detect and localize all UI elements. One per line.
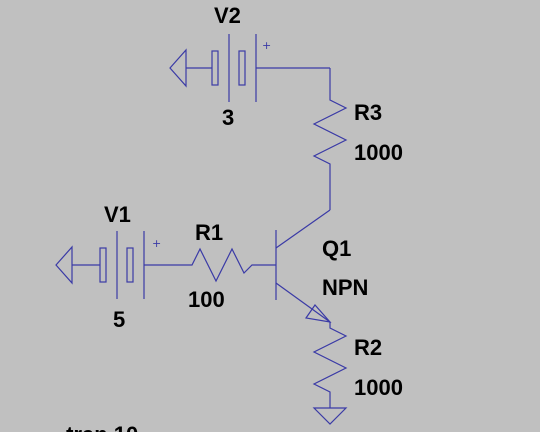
r1-value: 100 [188,287,225,312]
q1-emitter [275,282,331,323]
v2-ground-symbol [169,48,212,88]
q1-emitter-arrow [304,304,332,323]
r2-zigzag [312,322,348,408]
v1-plus-sign: + [152,237,161,250]
v2-plus-sign: + [262,39,271,52]
v2-value: 3 [222,105,234,130]
v1-ground-symbol [55,245,100,285]
q1-type: NPN [322,275,368,300]
r2-resistor[interactable]: R2 1000 [312,322,403,408]
ground-symbol [312,407,348,425]
v1-label: V1 [104,202,131,227]
q1-transistor[interactable]: Q1 NPN [275,209,368,323]
spice-directive: .tran 10 [60,422,138,432]
v1-plate-3 [126,247,134,283]
v2-source[interactable]: + V2 3 [169,3,330,130]
v1-plate-1 [99,247,107,283]
r1-zigzag [176,247,276,283]
q1-collector [275,209,331,249]
r3-value: 1000 [354,140,403,165]
v1-source[interactable]: + V1 5 [55,202,176,332]
r3-resistor[interactable]: R3 1000 [312,68,403,210]
r3-zigzag [312,68,348,210]
v2-plate-1 [211,50,219,86]
v2-plate-3 [238,50,246,86]
r2-value: 1000 [354,375,403,400]
q1-label: Q1 [322,236,351,261]
r1-label: R1 [195,220,223,245]
r2-label: R2 [354,335,382,360]
r3-label: R3 [354,100,382,125]
v1-value: 5 [113,307,125,332]
r1-resistor[interactable]: R1 100 [176,220,276,312]
v2-label: V2 [214,3,241,28]
